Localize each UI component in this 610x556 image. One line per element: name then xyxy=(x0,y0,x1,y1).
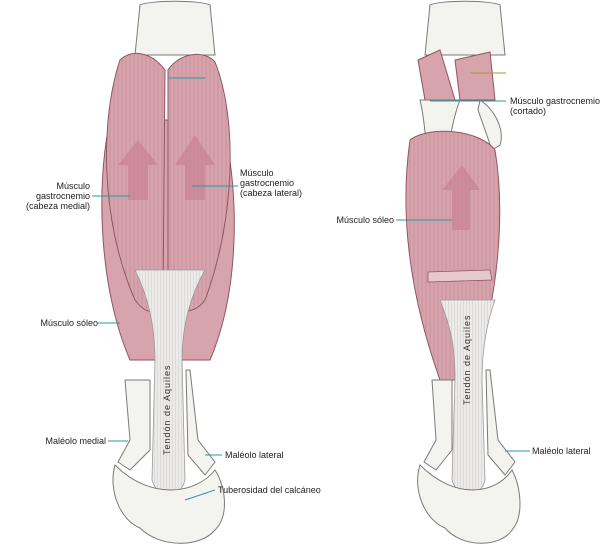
label-medial-malleolus: Maléolo medial xyxy=(20,436,106,446)
label-calcaneal-tuberosity: Tuberosidad del calcáneo xyxy=(218,485,348,495)
label-gastrocnemius-medial-head: Músculo gastrocnemio (cabeza medial) xyxy=(8,181,90,211)
left-leg-illustration xyxy=(102,1,234,543)
label-lateral-malleolus-right: Maléolo lateral xyxy=(532,446,610,456)
label-achilles-tendon-right: Tendón de Aquiles xyxy=(462,314,472,405)
label-gastrocnemius-lateral-head: Músculo gastrocnemio (cabeza lateral) xyxy=(240,168,340,198)
label-achilles-tendon-left: Tendón de Aquiles xyxy=(162,364,172,455)
right-leg-illustration xyxy=(406,1,520,543)
label-soleus-left: Músculo sóleo xyxy=(20,318,98,328)
label-lateral-malleolus-left: Maléolo lateral xyxy=(225,450,315,460)
label-gastrocnemius-cut: Músculo gastrocnemio (cortado) xyxy=(510,96,610,116)
label-soleus-right: Músculo sóleo xyxy=(318,215,394,225)
